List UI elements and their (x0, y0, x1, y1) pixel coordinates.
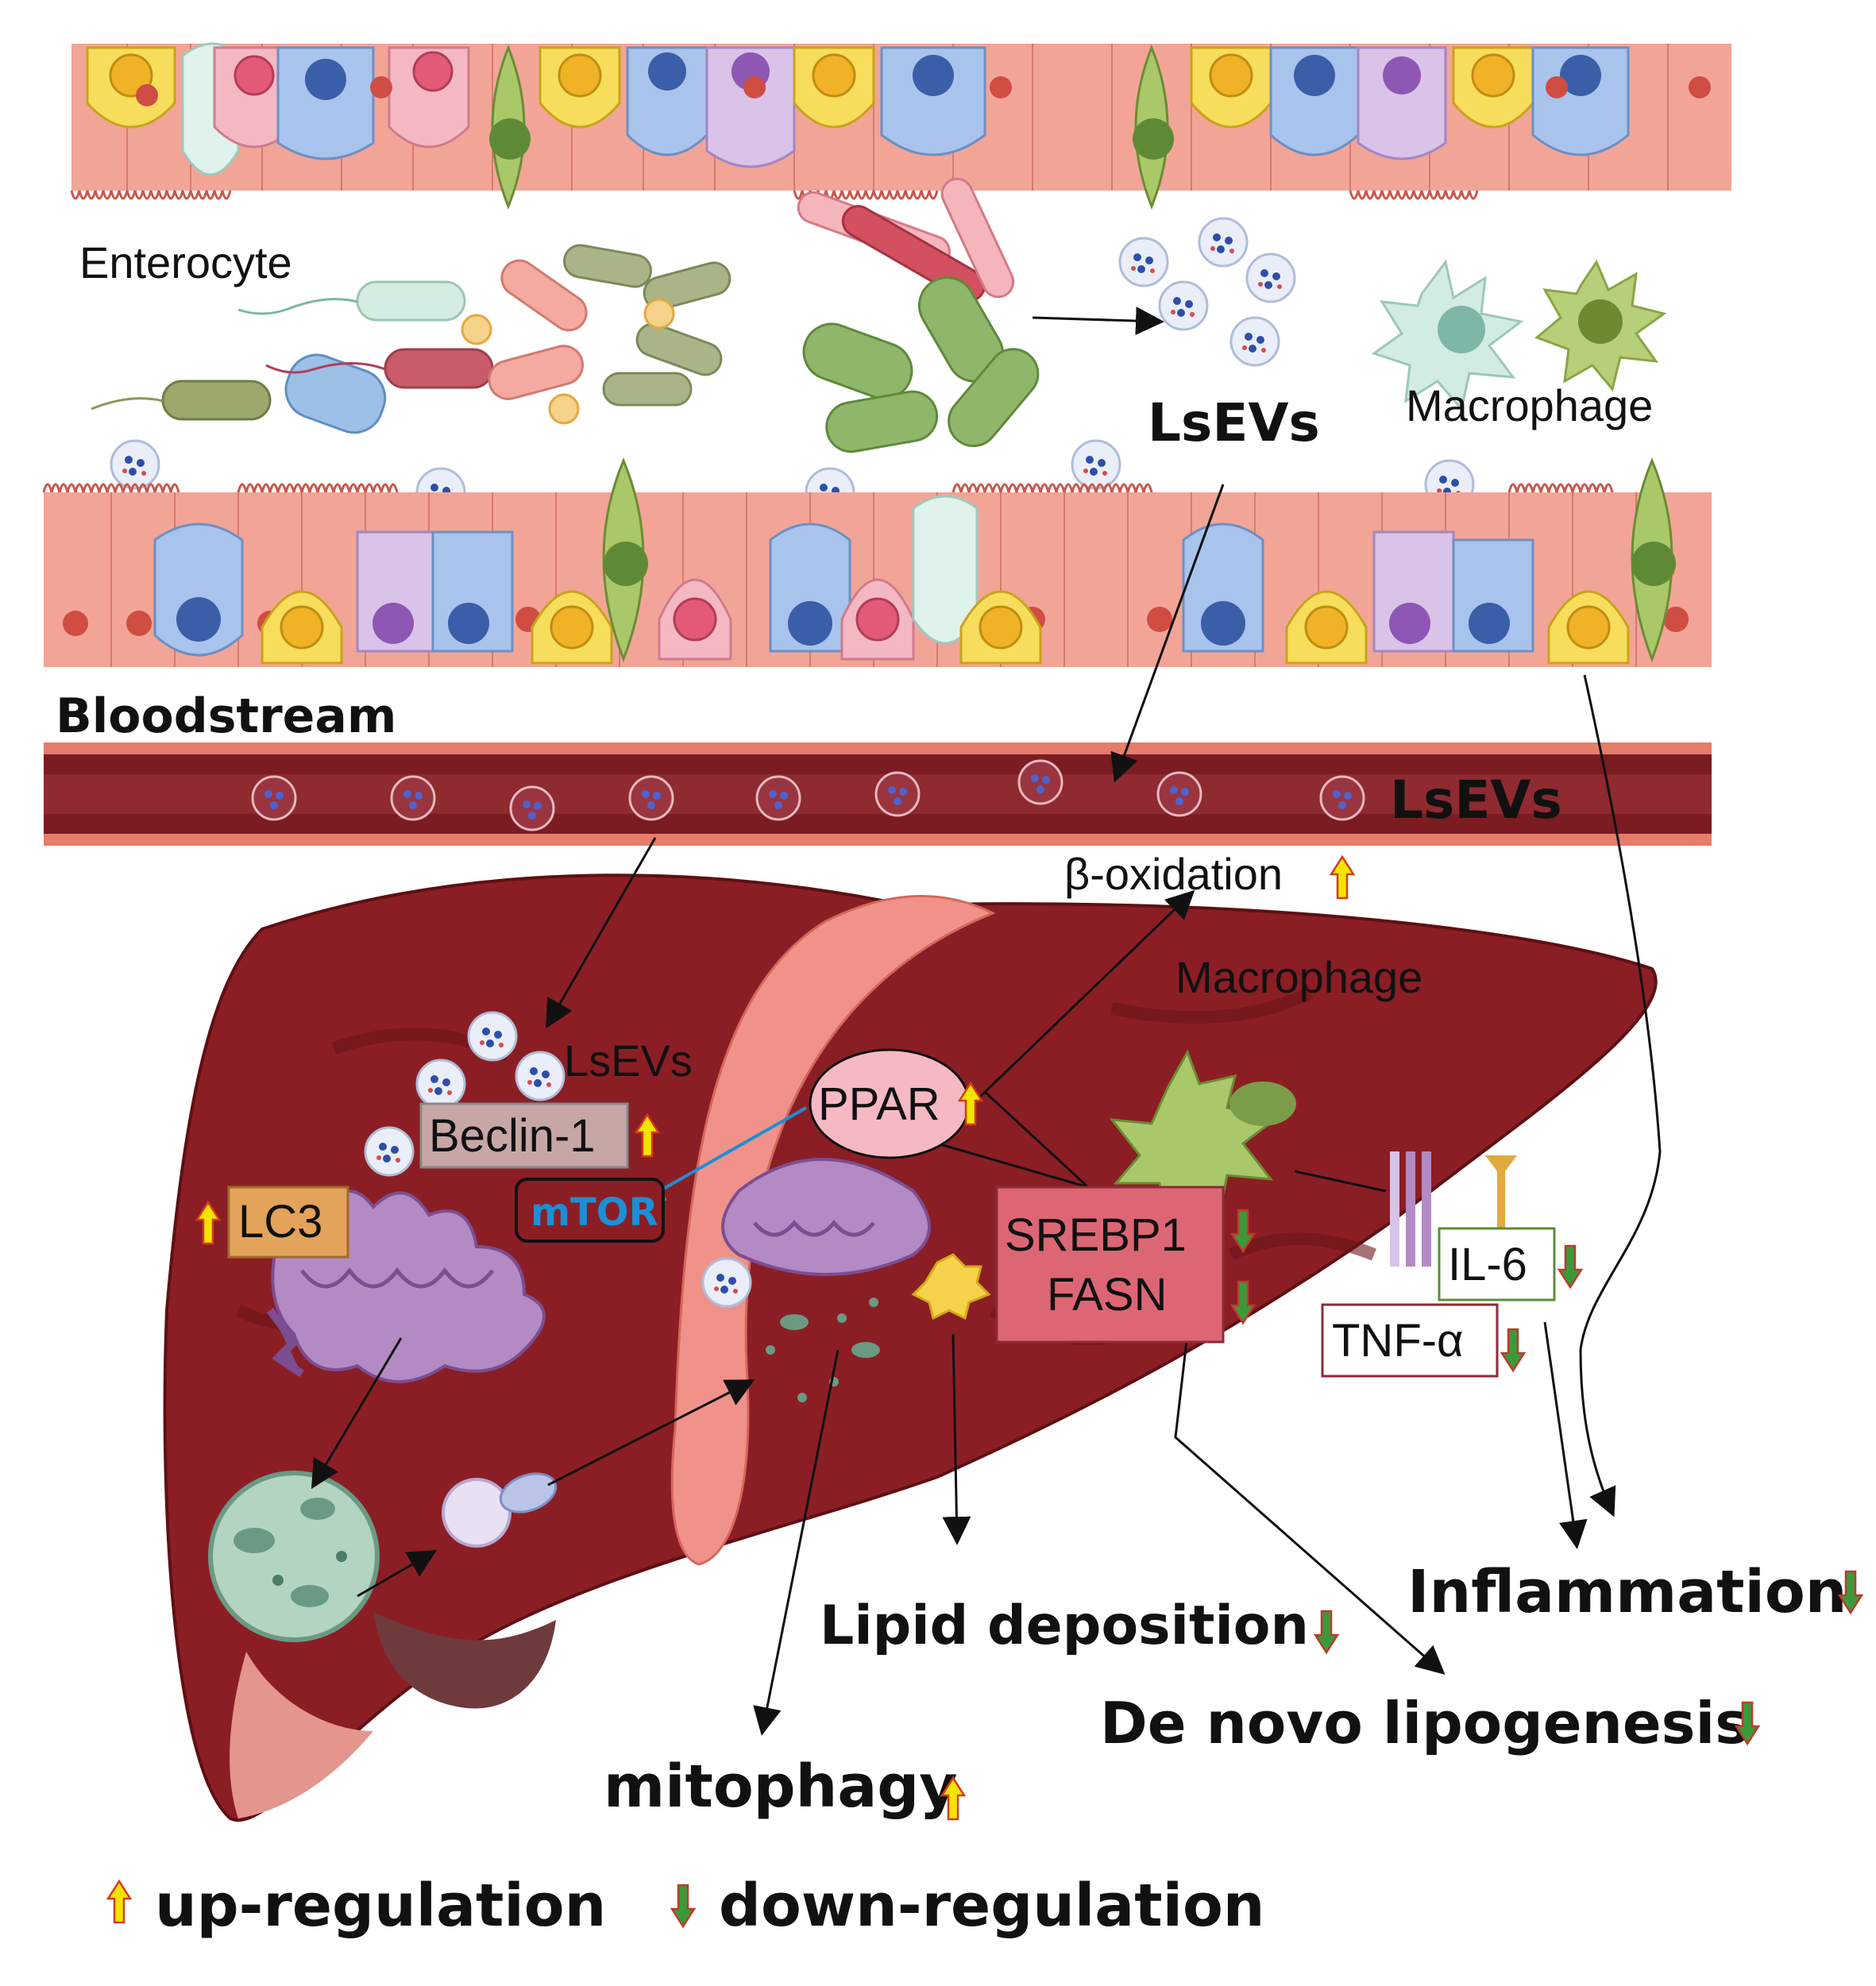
svg-text:FASN: FASN (1047, 1269, 1168, 1321)
liver-lsevs-label: LsEVs (564, 1035, 693, 1086)
lipid-deposition-down-icon (1314, 1610, 1339, 1654)
bottom-cells (153, 457, 1676, 665)
lipid-deposition-label: Lipid deposition (820, 1595, 1309, 1657)
de-novo-label: De novo lipogenesis (1100, 1690, 1749, 1757)
top-epithelium (70, 42, 1731, 210)
mtor-node: mTOR (515, 1178, 665, 1243)
receptor-il6 (1390, 1151, 1517, 1267)
gut-lsevs-label: LsEVs (1148, 392, 1320, 453)
tnf-node: TNF-α (1321, 1303, 1526, 1378)
legend-up-icon (106, 1880, 132, 1924)
lc3-node: LC3 (195, 1186, 349, 1259)
srebp1-fasn-node: SREBP1 FASN (995, 1186, 1256, 1344)
ppar-node: PPAR (809, 1048, 983, 1159)
gut-macrophages (1371, 259, 1667, 412)
arrows (311, 307, 1662, 1736)
bloodstream-label: Bloodstream (56, 688, 396, 744)
svg-text:Beclin-1: Beclin-1 (429, 1110, 596, 1162)
beta-oxidation-up-icon (1330, 855, 1355, 900)
il6-node: IL-6 (1438, 1227, 1583, 1302)
top-cells (86, 42, 1630, 210)
mitophagy-label: mitophagy (604, 1753, 957, 1821)
enterocyte-label: Enterocyte (79, 237, 292, 287)
legend-down-label: down-regulation (719, 1872, 1264, 1940)
beclin-node: Beclin-1 (419, 1102, 660, 1169)
svg-text:SREBP1: SREBP1 (1005, 1209, 1187, 1261)
vessel-lsevs-label: LsEVs (1390, 769, 1562, 831)
svg-text:TNF-α: TNF-α (1332, 1315, 1464, 1367)
bottom-epithelium (42, 76, 1712, 667)
legend-up-label: up-regulation (155, 1872, 606, 1940)
svg-text:PPAR: PPAR (818, 1078, 940, 1130)
gut-bacteria (91, 177, 1040, 453)
legend-down-icon (670, 1884, 696, 1928)
svg-text:LC3: LC3 (238, 1196, 322, 1248)
il6-down-icon (1558, 1244, 1583, 1289)
gut-macrophage-label: Macrophage (1406, 380, 1653, 430)
inflammation-label: Inflammation (1407, 1558, 1847, 1626)
liver-macrophage-label: Macrophage (1175, 952, 1422, 1002)
legend: up-regulation down-regulation (106, 1872, 1264, 1940)
svg-text:mTOR: mTOR (531, 1190, 658, 1235)
svg-text:IL-6: IL-6 (1448, 1239, 1527, 1290)
beta-oxidation-label: β-oxidation (1064, 849, 1283, 899)
blood-vessel (44, 742, 1712, 846)
tnf-down-icon (1500, 1328, 1526, 1372)
